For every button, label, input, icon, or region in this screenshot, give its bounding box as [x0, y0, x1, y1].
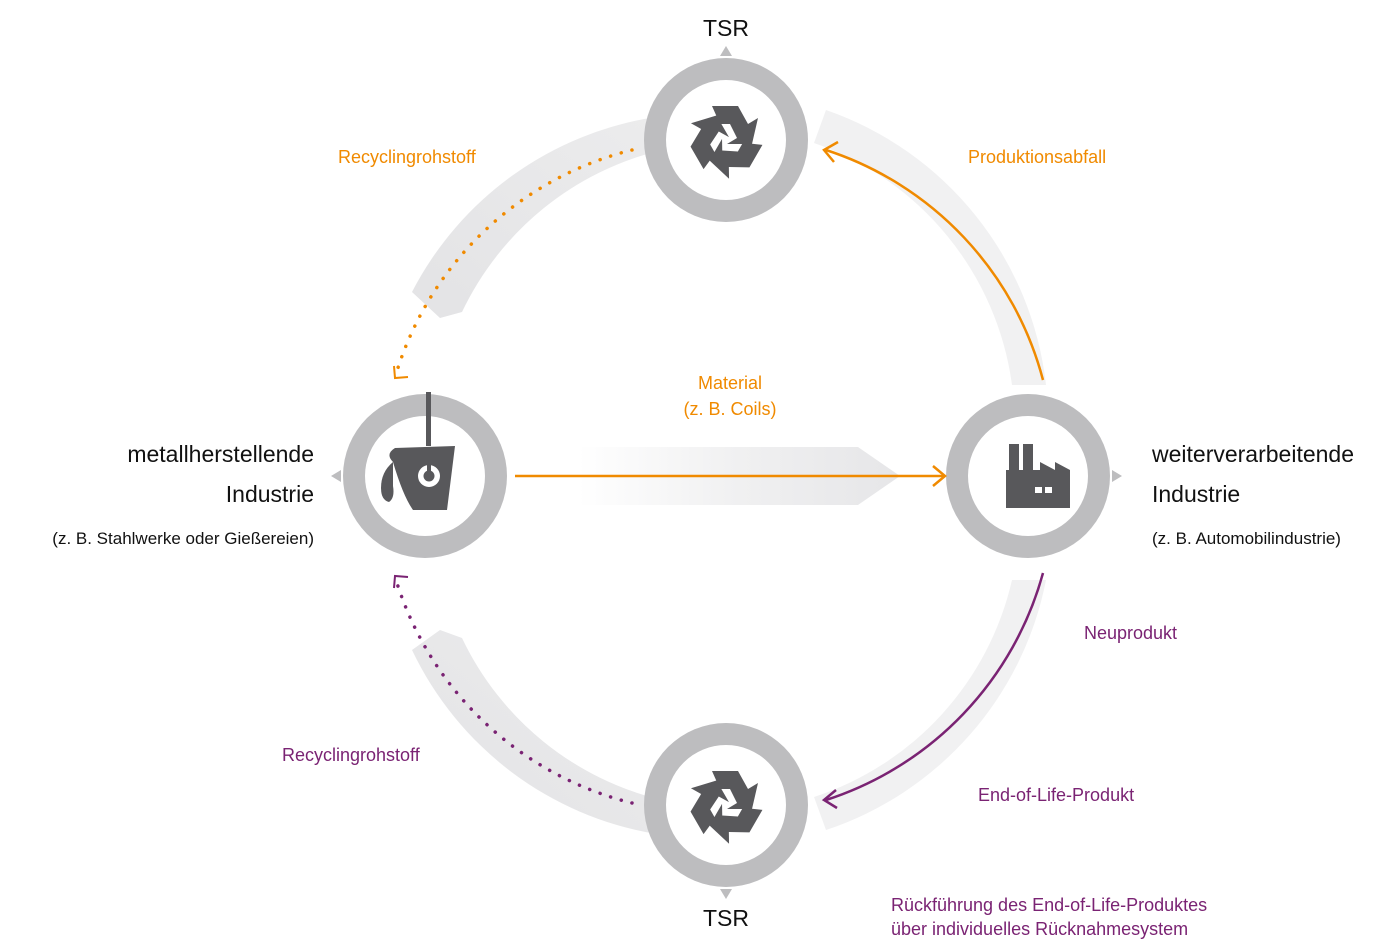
takeback-label-line2: über individuelles Rücknahmesystem — [891, 919, 1189, 939]
factory-icon — [1006, 444, 1070, 508]
metal-industry-title-line2: Industrie — [225, 481, 314, 507]
tsr-bottom-label: TSR — [703, 905, 749, 931]
recycling-top-label: Recyclingrohstoff — [338, 147, 476, 167]
recycling-top-arrowhead — [393, 365, 409, 380]
processing-industry-title-line1: weiterverarbeitende — [1152, 441, 1355, 467]
tsr-node-top — [644, 46, 808, 222]
metal-industry-subtitle: (z. B. Stahlwerke oder Gießereien) — [52, 529, 314, 548]
takeback-label-line1: Rückführung des End-of-Life-Produktes — [891, 895, 1208, 915]
production-waste-arrow — [825, 148, 1045, 381]
material-label-line2: (z. B. Coils) — [683, 399, 777, 419]
recycling-bottom-arrowhead — [393, 574, 409, 589]
ladle-icon — [381, 392, 455, 510]
recycling-bottom-label: Recyclingrohstoff — [282, 745, 420, 765]
end-of-life-label: End-of-Life-Produkt — [978, 785, 1135, 805]
tsr-node-bottom — [644, 723, 808, 899]
band-top-right — [814, 110, 1046, 385]
new-product-label: Neuprodukt — [1084, 623, 1178, 643]
processing-industry-node — [946, 394, 1122, 558]
material-label-line1: Material — [697, 373, 763, 393]
production-waste-label: Produktionsabfall — [968, 147, 1107, 167]
material-arrowhead — [932, 465, 947, 487]
metal-industry-node — [331, 392, 507, 558]
processing-industry-title-line2: Industrie — [1152, 481, 1241, 507]
new-product-arrowhead — [821, 789, 838, 810]
new-product-arrow — [825, 572, 1045, 802]
tsr-top-label: TSR — [703, 15, 749, 41]
production-waste-arrowhead — [822, 140, 839, 163]
band-top-left — [412, 117, 662, 318]
band-bottom-right — [814, 580, 1046, 830]
band-bottom-left — [412, 630, 662, 834]
processing-industry-subtitle: (z. B. Automobilindustrie) — [1152, 529, 1341, 548]
metal-industry-title-line1: metallherstellende — [127, 441, 314, 467]
